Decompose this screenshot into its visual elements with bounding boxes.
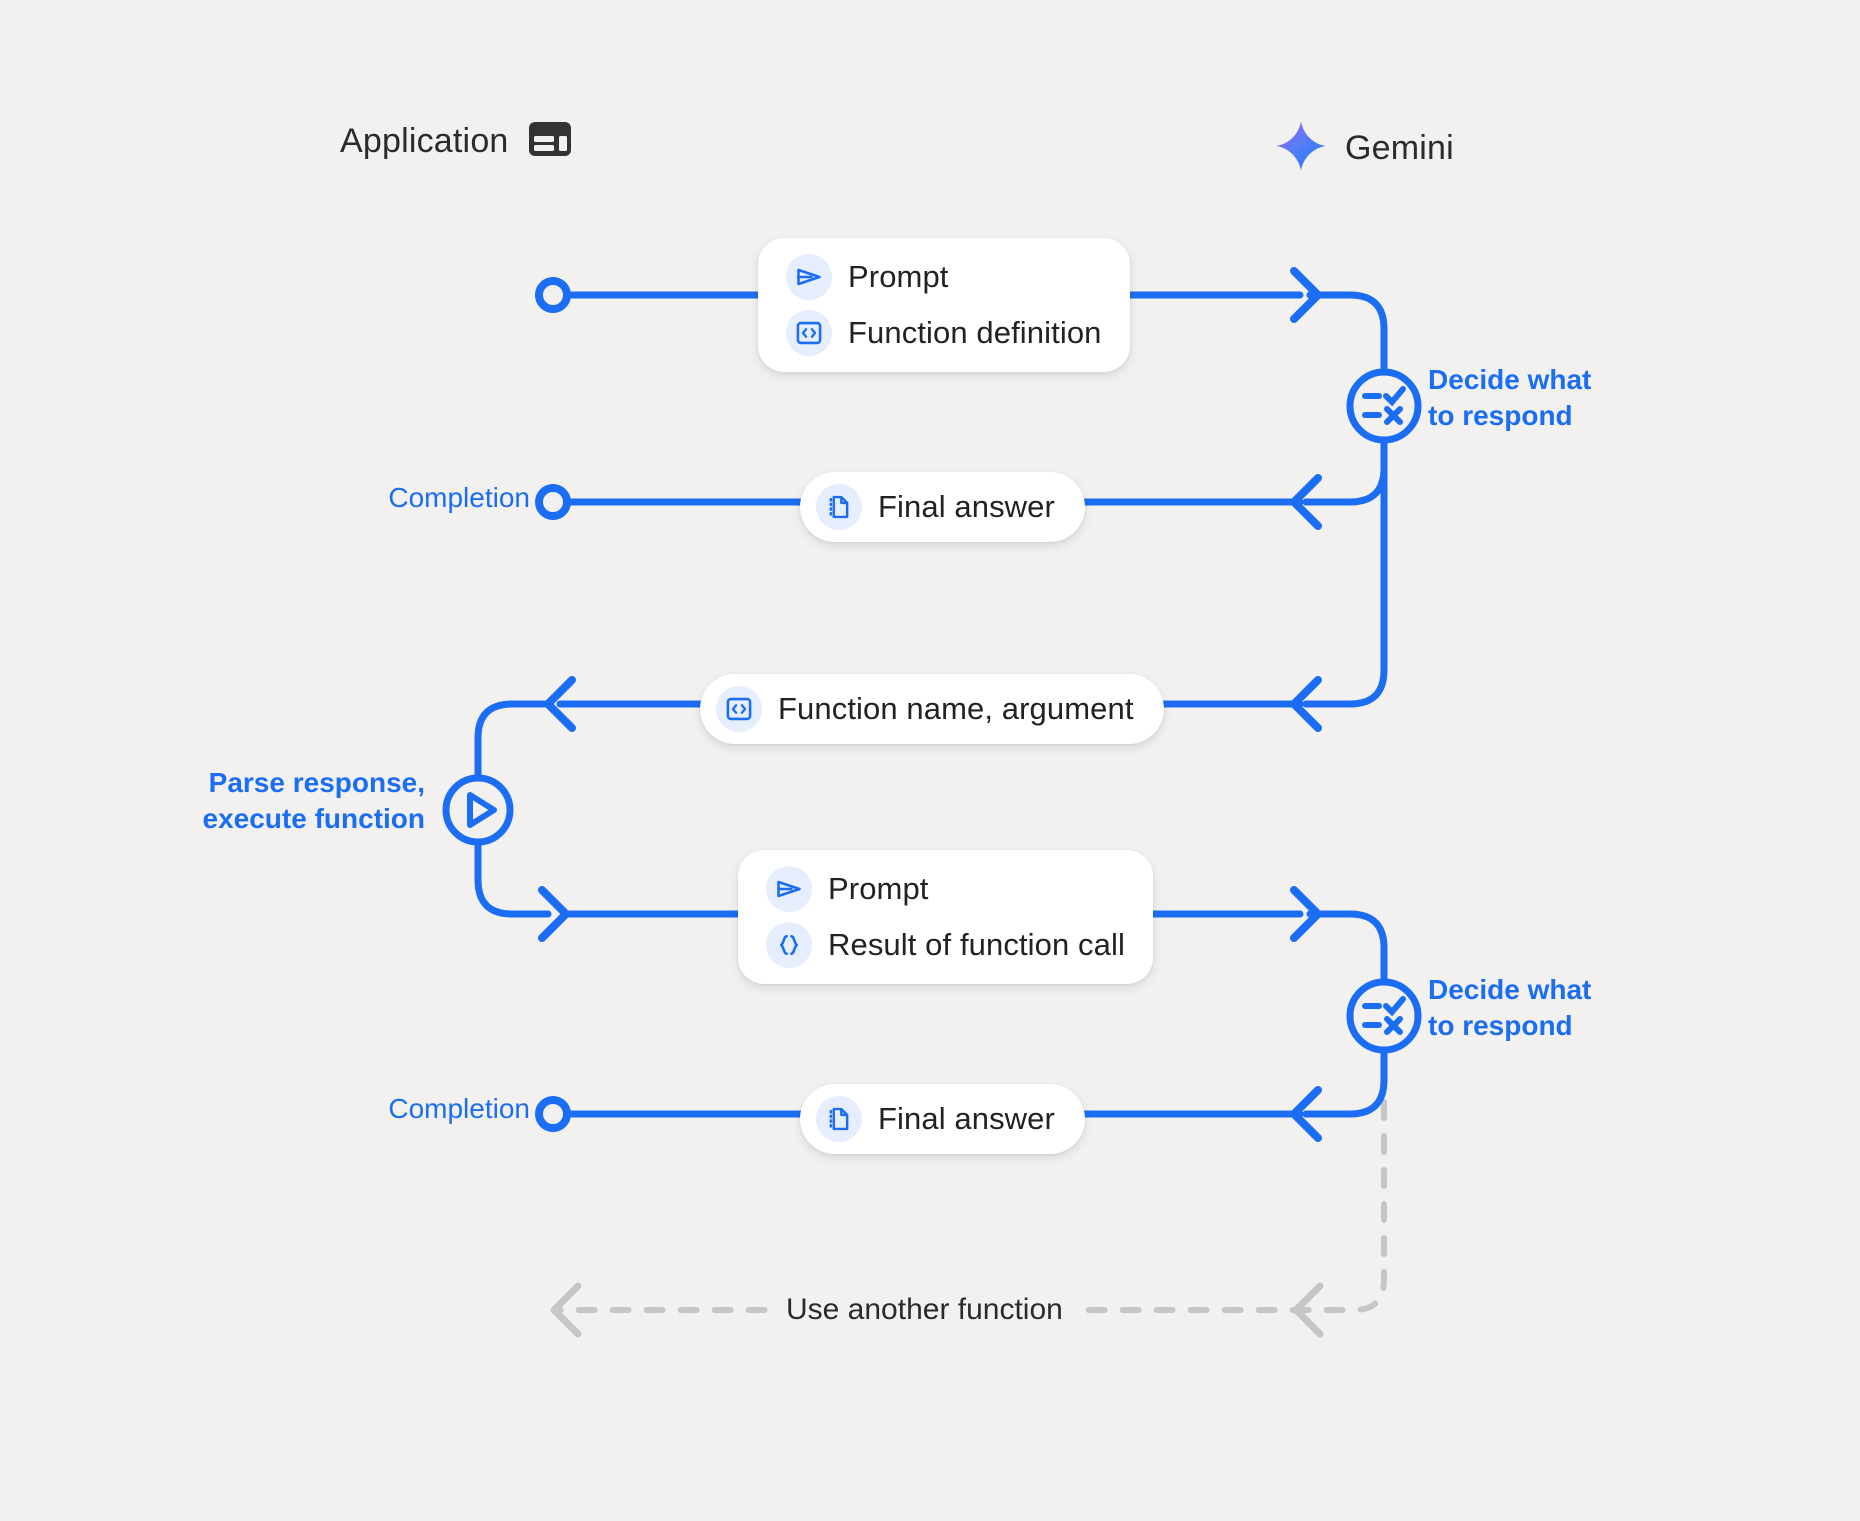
bubble-row-label: Function name, argument (778, 691, 1134, 726)
send-prompt-icon (766, 866, 812, 912)
arrowhead-function-call (1290, 676, 1322, 732)
bubble-row-label: Final answer (878, 1101, 1055, 1136)
arrowhead-final-1 (1290, 474, 1322, 530)
decide-caption-2: Decide what to respond (1428, 974, 1592, 1041)
checklist-decision-icon-2 (1346, 978, 1422, 1054)
code-brackets-icon (716, 686, 762, 732)
arrowhead-prompt-2 (1290, 886, 1322, 942)
bubble-row: Prompt (786, 254, 1102, 300)
completion-label-2: Completion (388, 1093, 530, 1124)
curly-braces-icon (766, 922, 812, 968)
bubble-row-label: Prompt (848, 259, 949, 294)
bubble-row-label: Function definition (848, 315, 1102, 350)
play-circle-icon (442, 774, 514, 846)
arrowhead-final-2 (1290, 1086, 1322, 1142)
completion-node-1 (535, 484, 571, 520)
bubble-row-label: Result of function call (828, 927, 1125, 962)
actor-gemini-label: Gemini (1345, 129, 1454, 167)
bubble-row: Final answer (816, 1096, 1055, 1142)
checklist-decision-icon-1 (1346, 368, 1422, 444)
loop-back-label: Use another function (770, 1293, 1079, 1327)
wire-gemini-decision-2 (1302, 910, 1388, 1118)
document-icon (816, 1096, 862, 1142)
actor-application-label: Application (340, 122, 509, 160)
arrowhead-into-app (544, 676, 576, 732)
wire-parse-execute (474, 700, 552, 918)
bubble-row: Function definition (786, 310, 1102, 356)
message-bubble-final-answer-1[interactable]: Final answer (800, 472, 1085, 542)
gemini-sparkle-icon (1275, 120, 1327, 177)
message-bubble-function-call[interactable]: Function name, argument (700, 674, 1164, 744)
bubble-row: Function name, argument (716, 686, 1134, 732)
document-icon (816, 484, 862, 530)
message-bubble-final-answer-2[interactable]: Final answer (800, 1084, 1085, 1154)
completion-label-1: Completion (388, 482, 530, 513)
origin-node-1 (535, 277, 571, 313)
wire-gemini-decision-1 (1302, 291, 1388, 708)
parse-execute-caption: Parse response, execute function (202, 767, 425, 834)
bubble-row-label: Final answer (878, 489, 1055, 524)
application-window-icon (527, 120, 573, 163)
bubble-row: Result of function call (766, 922, 1125, 968)
bubble-row: Final answer (816, 484, 1055, 530)
arrowhead-prompt-1 (1290, 267, 1322, 323)
send-prompt-icon (786, 254, 832, 300)
bubble-row: Prompt (766, 866, 1125, 912)
actor-application: Application (340, 120, 573, 163)
decide-caption-1: Decide what to respond (1428, 364, 1592, 431)
message-bubble-prompt-2[interactable]: Prompt Result of function call (738, 850, 1153, 984)
message-bubble-prompt-1[interactable]: Prompt Function definition (758, 238, 1130, 372)
completion-node-2 (535, 1096, 571, 1132)
loop-back-path (557, 997, 1387, 1313)
bubble-row-label: Prompt (828, 871, 929, 906)
actor-gemini: Gemini (1275, 120, 1454, 177)
code-brackets-icon (786, 310, 832, 356)
arrowhead-out-app (538, 886, 570, 942)
